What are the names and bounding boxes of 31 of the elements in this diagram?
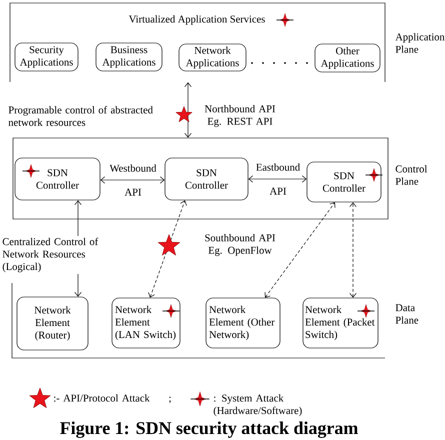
rounded-box: Network Element (Router): [16, 296, 88, 350]
rounded-box: SDN Controller: [306, 162, 382, 202]
double-arrow: [148, 200, 187, 298]
rounded-box: Network Element (LAN Switch): [112, 298, 180, 348]
annotation: Programable control of abstracted network resources: [8, 106, 153, 126]
double-arrow: [349, 202, 357, 298]
rounded-box: Business Applications: [96, 42, 162, 72]
rounded-box: Network Element (Other Network): [206, 298, 280, 348]
caption: Figure 1: SDN security attack diagram: [60, 422, 358, 438]
double-arrow: [248, 175, 307, 183]
double-arrow: [100, 176, 165, 184]
rounded-box: Other Applications: [314, 44, 380, 72]
edge-label: Northbound API Eg. REST API: [204, 105, 276, 127]
annotation: Southbound API Eg. OpenFlow: [205, 234, 276, 256]
legend-label: : System Attack (Hardware/Software): [214, 394, 302, 416]
rounded-box: Security Applications: [14, 42, 78, 72]
rounded-box: Network Applications: [178, 44, 246, 72]
legend-label: :- API/Protocol Attack: [54, 394, 150, 402]
rounded-box: SDN Controller: [14, 158, 100, 200]
double-arrow: [184, 82, 192, 138]
rounded-box: SDN Controller: [164, 158, 248, 200]
edge-label: Centralized Control of Network Resources (Logical): [2, 238, 98, 272]
plane-label: Data Plane: [396, 304, 418, 324]
plane-label: Control Plane: [396, 165, 428, 185]
heading: Virtualized Application Services: [128, 15, 265, 25]
rounded-box: Network Element (Packet Switch): [302, 298, 378, 348]
double-arrow: [264, 202, 336, 298]
separator: ;: [169, 396, 171, 404]
edge-label: Westbound API: [110, 164, 156, 196]
plane-label: Application Plane: [395, 33, 445, 53]
edge-label: Eastbound API: [256, 163, 300, 195]
